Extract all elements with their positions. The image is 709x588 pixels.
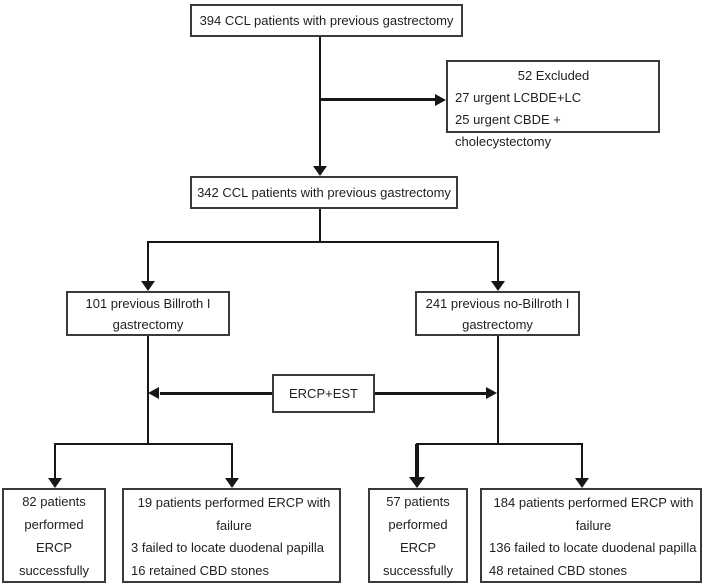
node-text: gastrectomy xyxy=(462,316,533,332)
connector-to-billroth xyxy=(147,241,149,282)
connector-to-left-failure xyxy=(231,444,233,479)
node-text: 19 patients performed ERCP with xyxy=(137,495,331,510)
node-billroth-1: 101 previous Billroth I gastrectomy xyxy=(66,291,230,336)
node-text: performed xyxy=(24,516,84,532)
connector-to-no-billroth xyxy=(497,241,499,282)
node-text: 25 urgent CBDE + cholecystectomy xyxy=(455,112,561,149)
connector-ercp-left xyxy=(160,392,272,395)
node-text: 27 urgent LCBDE+LC xyxy=(455,90,582,105)
arrowhead-down-right-failure xyxy=(575,478,589,488)
node-text: performed xyxy=(388,516,448,532)
arrowhead-left-ercp xyxy=(148,387,159,399)
node-no-billroth-1: 241 previous no-Billroth I gastrectomy xyxy=(415,291,580,336)
connector-left-split xyxy=(54,443,233,445)
node-text: 57 patients xyxy=(386,493,450,509)
connector-to-left-success xyxy=(54,444,56,479)
node-text: 48 retained CBD stones xyxy=(489,562,628,578)
node-text: failure xyxy=(216,517,252,533)
node-text: 3 failed to locate duodenal papilla xyxy=(131,540,324,555)
node-text: 52 Excluded xyxy=(517,68,590,83)
node-text: 394 CCL patients with previous gastrecto… xyxy=(199,12,454,28)
connector-top-to-included xyxy=(319,37,321,168)
node-text: failure xyxy=(575,517,612,533)
node-text: successfully xyxy=(382,562,454,578)
node-text: 342 CCL patients with previous gastrecto… xyxy=(197,184,451,200)
node-ercp-est: ERCP+EST xyxy=(272,374,375,413)
node-text: 82 patients xyxy=(22,493,86,509)
arrowhead-down-no-billroth xyxy=(491,281,505,291)
arrowhead-right-ercp xyxy=(486,387,497,399)
node-text: 101 previous Billroth I xyxy=(85,295,211,311)
node-text: ERCP xyxy=(399,539,437,555)
node-no-billroth-ercp-success: 57 patients performed ERCP successfully xyxy=(368,488,468,583)
connector-to-right-success xyxy=(415,444,419,478)
node-text: 16 retained CBD stones xyxy=(131,562,270,578)
connector-ercp-right xyxy=(375,392,487,395)
node-text: 241 previous no-Billroth I xyxy=(425,295,570,311)
node-text: gastrectomy xyxy=(112,316,184,332)
connector-split-horizontal xyxy=(147,241,499,243)
arrowhead-down-billroth xyxy=(141,281,155,291)
arrowhead-down-left-success xyxy=(48,478,62,488)
node-total-patients: 394 CCL patients with previous gastrecto… xyxy=(190,4,463,37)
node-no-billroth-ercp-failure: 184 patients performed ERCP with failure… xyxy=(480,488,702,583)
connector-to-excluded xyxy=(320,98,436,101)
arrowhead-right-excluded xyxy=(435,94,446,106)
arrowhead-down-included xyxy=(313,166,327,176)
arrowhead-down-left-failure xyxy=(225,478,239,488)
connector-right-split xyxy=(416,443,583,445)
node-text: 184 patients performed ERCP with xyxy=(493,495,694,510)
arrowhead-down-right-success xyxy=(409,477,425,488)
node-included-patients: 342 CCL patients with previous gastrecto… xyxy=(190,176,458,209)
connector-included-down xyxy=(319,209,321,243)
node-billroth-ercp-failure: 19 patients performed ERCP with failure … xyxy=(122,488,341,583)
node-text: 136 failed to locate duodenal papilla xyxy=(489,540,697,555)
node-text: ERCP xyxy=(35,539,73,555)
connector-no-billroth-down xyxy=(497,336,499,444)
connector-to-right-failure xyxy=(581,444,583,479)
node-excluded: 52 Excluded 27 urgent LCBDE+LC 25 urgent… xyxy=(446,60,660,149)
node-billroth-ercp-success: 82 patients performed ERCP successfully xyxy=(2,488,106,583)
node-text: ERCP+EST xyxy=(289,385,358,401)
node-text: successfully xyxy=(18,562,90,578)
